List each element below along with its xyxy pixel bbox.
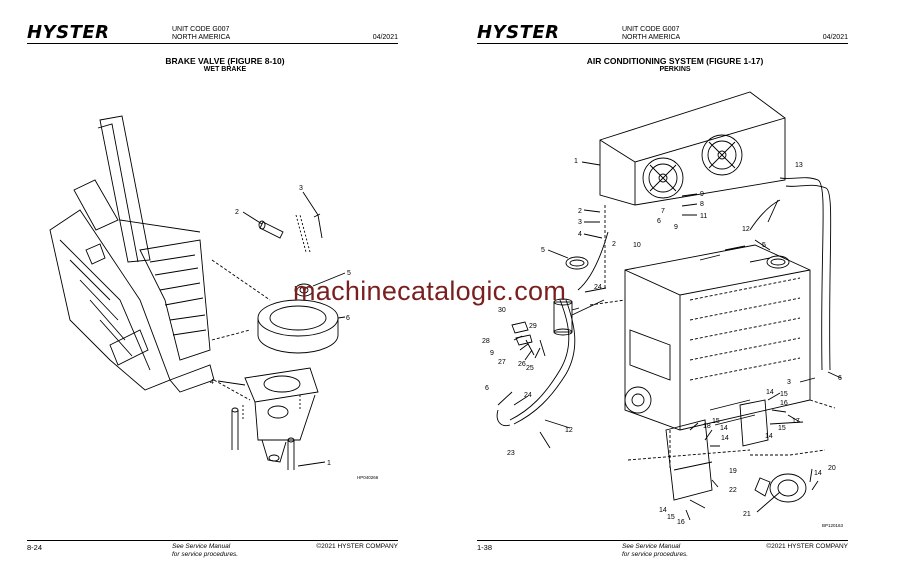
callout-label: 6 [485,385,489,392]
figure-id: HP040266 [357,475,379,480]
callout-label: 24 [594,284,602,291]
callout-label: 5 [347,270,351,277]
unit-code: UNIT CODE G007 [172,26,230,33]
callout-label: 5 [762,242,766,249]
callout-label: 4 [210,379,214,386]
callout-label: 14 [814,470,822,477]
figure-subtitle: WET BRAKE [203,66,247,73]
copyright: ©2021 HYSTER COMPANY [766,543,848,550]
callout-label: 28 [482,338,490,345]
callout-label: 11 [700,213,707,220]
callout-label: 13 [795,162,803,169]
service-note-line: See Service Manual [622,543,681,550]
callout-label: 1 [574,158,578,165]
unit-info: UNIT CODE G007 NORTH AMERICA [622,26,680,42]
callout-label: 4 [578,231,582,238]
callout-label: 6 [657,218,661,225]
callout-label: 5 [541,247,545,254]
callout-label: 8 [700,201,704,208]
callout-label: 20 [828,465,836,472]
callout-label: 15 [712,418,720,425]
callout-label: 10 [633,242,641,249]
callout-label: 16 [677,519,685,526]
callout-label: 14 [766,389,774,396]
air-conditioning-diagram: 1 2 3 4 5 9 8 7 6 11 9 10 2 13 12 5 24 3… [482,91,844,528]
callout-label: 3 [787,379,791,386]
callout-label: 15 [780,391,788,398]
region: NORTH AMERICA [172,34,231,41]
callout-label: 22 [729,487,737,494]
callout-label: 14 [720,425,728,432]
footer-rule [477,540,848,541]
callout-label: 23 [507,450,515,457]
hyster-logo: HYSTER [477,22,560,43]
right-page: HYSTER UNIT CODE G007 NORTH AMERICA 04/2… [450,0,900,582]
date: 04/2021 [822,34,848,41]
callout-label: 9 [490,350,494,357]
callout-label: 25 [526,365,534,372]
callout-label: 16 [780,400,788,407]
callout-label: 3 [578,219,582,226]
unit-info: UNIT CODE G007 NORTH AMERICA [172,26,230,42]
figure-subtitle: PERKINS [659,66,691,73]
callout-label: 1 [327,460,331,467]
callout-label: 6 [838,375,842,382]
left-page: HYSTER UNIT CODE G007 NORTH AMERICA 04/2… [27,22,398,559]
page-number: 1-38 [477,543,493,552]
callout-label: 18 [703,423,711,430]
service-note: See Service Manual for service procedure… [172,543,238,559]
callout-label: 14 [659,507,667,514]
callout-label: 2 [612,241,616,248]
service-note: See Service Manual for service procedure… [622,543,688,559]
footer-rule [27,540,398,541]
watermark: machinecatalogic.com [293,276,567,306]
service-note-line: See Service Manual [172,543,231,550]
page-number: 8-24 [27,543,43,552]
callout-label: 9 [700,191,704,198]
date: 04/2021 [372,34,398,41]
figure-title: AIR CONDITIONING SYSTEM (FIGURE 1-17) [586,56,764,66]
brake-valve-diagram: 3 2 5 6 4 1 HP040266 [49,115,379,480]
figure-title: BRAKE VALVE (FIGURE 8-10) [165,56,285,66]
region: NORTH AMERICA [622,34,681,41]
callout-label: 24 [524,392,532,399]
callout-label: 14 [765,433,773,440]
callout-label: 14 [721,435,729,442]
callout-label: 27 [498,359,506,366]
callout-label: 15 [778,425,786,432]
callout-label: 21 [743,511,751,518]
figure-id: BP120163 [822,523,844,528]
header-rule [27,43,398,44]
header-rule [477,43,848,44]
service-note-line: for service procedures. [172,551,239,558]
copyright: ©2021 HYSTER COMPANY [316,543,398,550]
callout-label: 12 [742,226,750,233]
callout-label: 2 [235,209,239,216]
callout-label: 7 [661,208,665,215]
callout-label: 12 [565,427,573,434]
callout-label: 26 [518,361,526,368]
hyster-logo: HYSTER [27,22,110,43]
callout-label: 17 [792,418,800,425]
callout-label: 30 [498,307,506,314]
service-note-line: for service procedures. [622,551,689,558]
callout-label: 9 [674,224,678,231]
callout-label: 2 [578,208,582,215]
callout-label: 19 [729,468,737,475]
unit-code: UNIT CODE G007 [622,26,680,33]
callout-label: 15 [667,514,675,521]
callout-label: 3 [299,185,303,192]
callout-label: 29 [529,323,537,330]
callout-label: 6 [346,315,350,322]
